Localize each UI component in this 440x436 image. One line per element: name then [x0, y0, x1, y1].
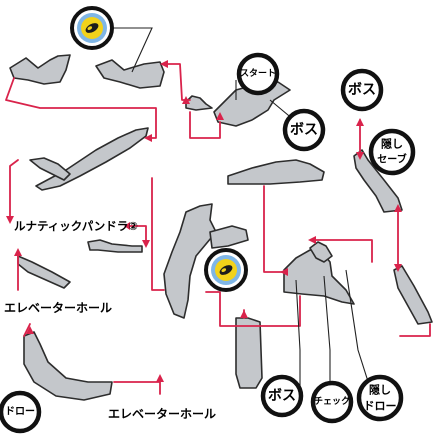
room-top-middle: [95, 59, 165, 89]
room-bottom-right-arm: [309, 241, 333, 263]
route-big-center-bottom: [205, 291, 301, 327]
route-arrow: [14, 248, 22, 256]
start-marker: スタート: [236, 52, 280, 96]
room-long-diagonal: [35, 127, 149, 191]
room-pandora-bar: [87, 239, 143, 253]
route-arrow: [240, 310, 248, 318]
route-arrow: [356, 118, 364, 126]
draw-label: ドロー: [5, 406, 35, 418]
route-bottom-left: [23, 323, 31, 337]
route-arrow: [356, 152, 364, 160]
route-arrow: [26, 326, 34, 334]
route-arrow: [308, 236, 316, 244]
leader-boss-bottom: [295, 279, 301, 392]
boss-marker-bottom: ボス: [260, 374, 304, 418]
route-big-center-down: [151, 177, 165, 291]
route-elevator-bottom: [113, 381, 161, 395]
hidden-save-label-line2: セーブ: [377, 153, 406, 166]
route-arrow: [182, 96, 190, 104]
rooms: [9, 54, 433, 401]
route-arrow: [144, 134, 152, 142]
route-arrow: [156, 374, 164, 382]
save-point-icon: [70, 6, 114, 50]
area-label-elevator-hall-left: エレベーターホール: [4, 301, 112, 315]
hidden-save-marker: 隠し セーブ: [368, 128, 416, 176]
routes: [5, 60, 431, 395]
hidden-draw-label-line2: ドロー: [364, 400, 397, 413]
route-arrow: [394, 264, 402, 272]
room-bottom-left-curve: [23, 331, 113, 401]
boss-label: ボス: [268, 388, 296, 404]
check-label: チェック: [314, 396, 350, 407]
check-marker: チェック: [310, 380, 354, 424]
route-cluster-to-right: [311, 239, 373, 263]
hidden-draw-label-line1: 隠し: [369, 383, 391, 397]
route-top-middle-to-start: [161, 63, 191, 101]
boss-marker-top-right: ボス: [340, 68, 384, 112]
route-arrow: [160, 60, 168, 68]
route-left-drop: [9, 159, 19, 217]
room-small-center: [185, 95, 213, 111]
room-top-left: [9, 54, 71, 85]
draw-marker: ドロー: [0, 390, 42, 434]
markers: スタート ボス ボス 隠し セーブ ドロー ボス チ: [0, 52, 416, 434]
route-arrow: [6, 216, 14, 224]
boss-label: ボス: [348, 82, 376, 98]
area-label-elevator-hall-bottom: エレベーターホール: [108, 407, 216, 421]
room-big-center-arm: [209, 225, 249, 249]
boss-label: ボス: [290, 122, 318, 138]
leader-save-top: [110, 27, 153, 73]
route-right-wedge-down: [399, 323, 431, 337]
route-arrow: [280, 268, 288, 276]
route-center-loop: [189, 111, 221, 139]
route-pandora: [127, 225, 147, 243]
route-flat-to-cluster: [263, 185, 285, 273]
room-big-center: [163, 203, 217, 319]
room-right-tall: [353, 149, 403, 213]
route-arrow: [394, 204, 402, 212]
save-point-icon: [204, 248, 248, 292]
room-right-wedge: [393, 265, 433, 325]
boss-marker-center: ボス: [282, 108, 326, 152]
route-arrow: [124, 222, 130, 230]
leader-hidden-drop: [345, 269, 373, 395]
room-left-wedge: [17, 255, 71, 289]
room-flat-center: [227, 159, 325, 185]
hidden-save-label-line1: 隠し: [381, 137, 403, 151]
route-arrow: [142, 240, 150, 248]
area-label-lunatic-pandora: ルナティックパンドラ②: [14, 219, 138, 233]
start-label: スタート: [240, 67, 276, 79]
room-diagonal-stub: [29, 157, 71, 181]
route-arrow: [216, 112, 224, 120]
leader-check: [323, 275, 331, 392]
room-bottom-right-cluster: [283, 249, 355, 305]
room-vertical-strip: [235, 317, 263, 389]
hidden-draw-marker: 隠し ドロー: [356, 374, 404, 422]
route-top-left-loop: [5, 77, 157, 139]
